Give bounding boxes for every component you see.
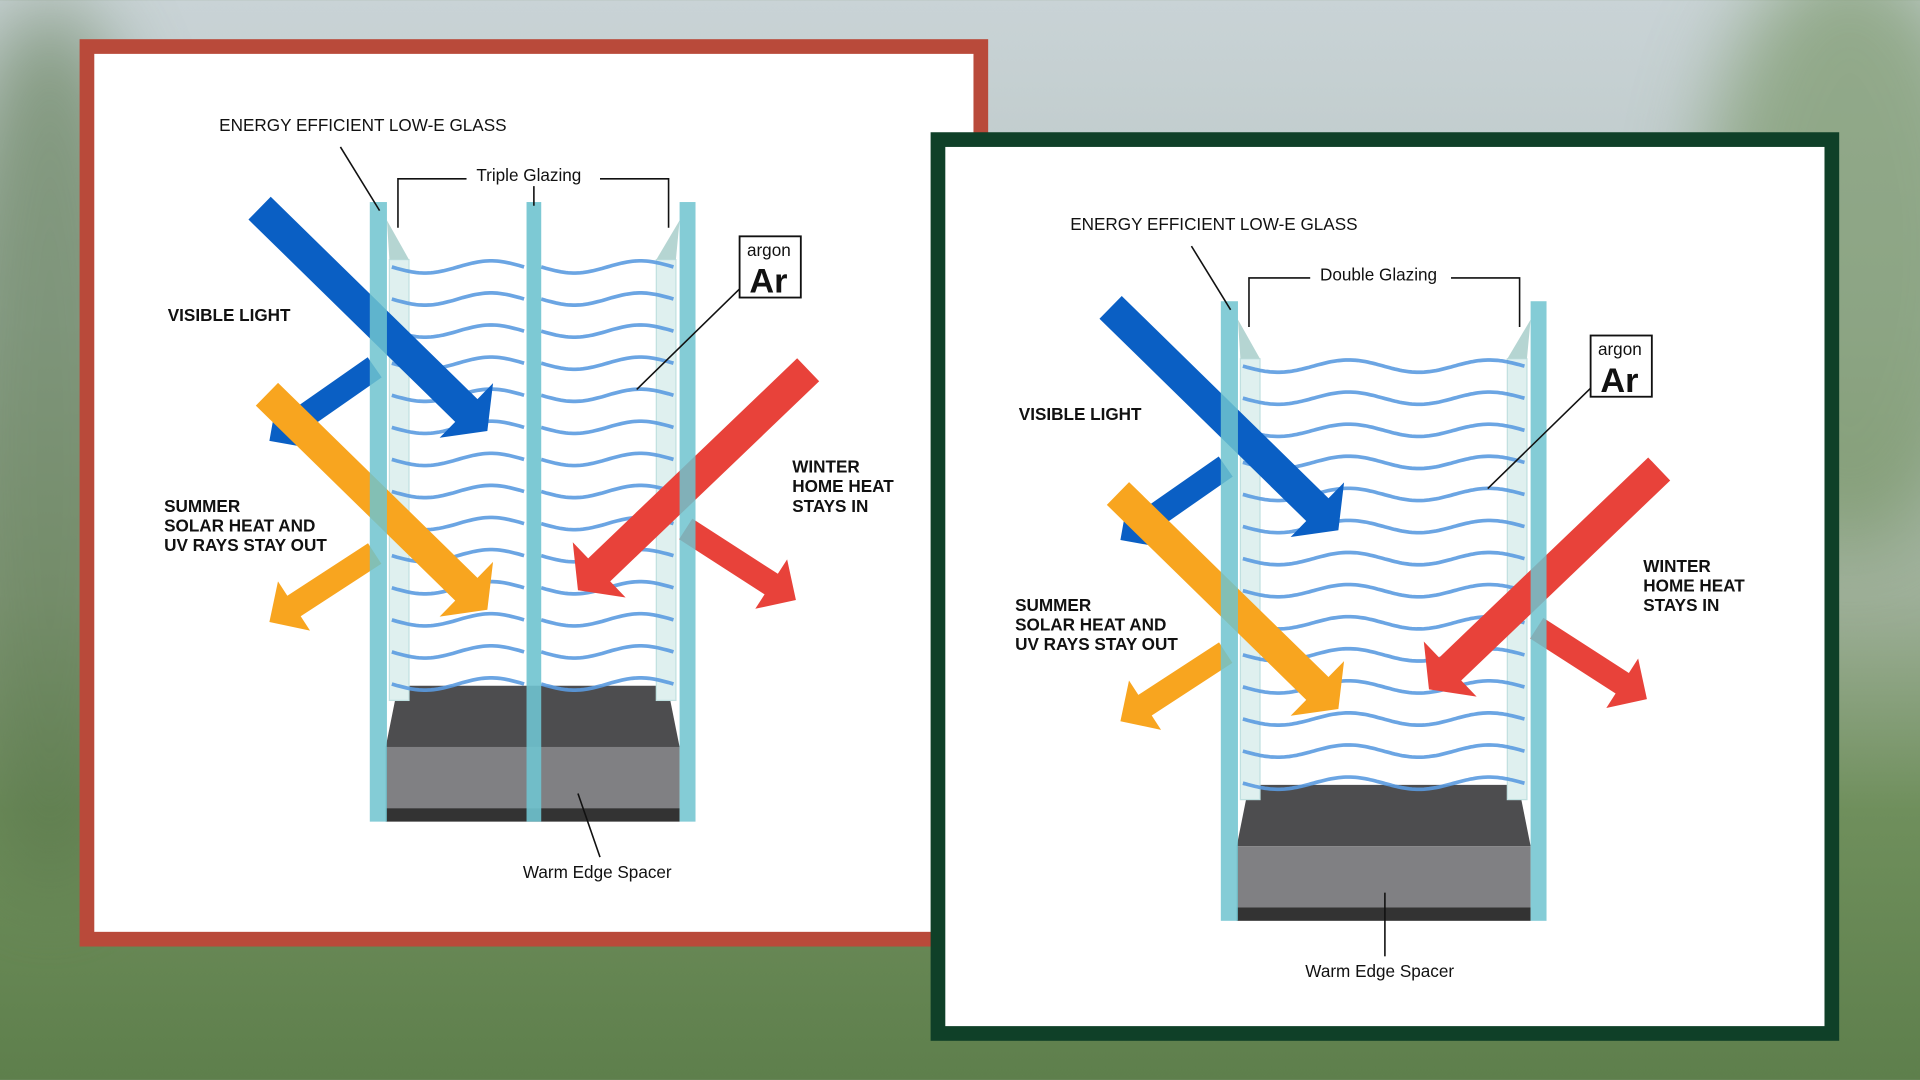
escaping-heat-arrow [1530,617,1647,708]
summer-label: SOLAR HEAT AND [1015,615,1166,635]
glass-pane [1530,301,1547,921]
spacer-label: Warm Edge Spacer [523,862,672,882]
summer-label: SUMMER [1015,595,1092,615]
winter-label: HOME HEAT [792,476,894,496]
glazing-bracket [397,177,670,228]
argon-wave [391,258,525,275]
glass-bevel [1237,319,1260,359]
argon-name: argon [747,240,791,260]
argon-leader [1487,387,1592,490]
argon-wave [1242,390,1525,407]
summer-label: UV RAYS STAY OUT [1015,634,1178,654]
argon-wave [391,643,525,660]
home-heat-arrow [572,358,820,598]
glass-bevel [1507,319,1531,359]
right-labels: ENERGY EFFICIENT LOW-E GLASS Double Glaz… [1015,214,1745,981]
argon-wave [1242,358,1525,375]
glazing-bracket [1248,277,1521,327]
visible-light-label: VISIBLE LIGHT [1019,404,1142,424]
low-e-leader [1190,245,1232,311]
argon-wave [1242,775,1525,792]
left-labels: ENERGY EFFICIENT LOW-E GLASS Triple Glaz… [164,115,894,882]
argon-wave [540,291,674,307]
argon-wave [1242,518,1525,535]
argon-leader [636,288,741,390]
glazing-label: Double Glazing [1320,264,1437,284]
argon-wave [391,611,525,628]
winter-label: WINTER [1643,556,1711,576]
argon-wave [540,419,674,436]
escaping-heat-arrow [679,518,796,609]
glazing-label: Triple Glazing [476,165,581,185]
reflected-heat-arrow [1120,642,1233,730]
argon-wave [391,291,525,307]
spacer-leader [577,793,601,858]
argon-wave [391,323,525,340]
summer-label: UV RAYS STAY OUT [164,535,327,555]
reflected-heat-arrow [269,543,382,631]
argon-wave [391,483,525,500]
warm-edge-spacer [1236,846,1531,908]
spacer-label: Warm Edge Spacer [1305,961,1454,981]
argon-wave [540,258,674,275]
triple-glazing-diagram [248,146,820,858]
glass-pane-middle [526,202,542,822]
argon-wave [391,676,525,692]
argon-wave [540,387,674,404]
argon-wave [391,451,525,468]
argon-name: argon [1598,339,1642,359]
home-heat-arrow [1423,457,1671,697]
argon-wave [540,355,674,372]
double-glazing-diagram [1099,245,1671,957]
argon-wave [540,323,674,340]
visible-light-label: VISIBLE LIGHT [168,305,291,325]
low-e-glass-label: ENERGY EFFICIENT LOW-E GLASS [1070,214,1357,234]
argon-wave [540,451,674,468]
argon-wave [391,547,525,564]
argon-box [738,235,802,299]
argon-wave [1242,550,1525,567]
argon-wave [540,483,674,500]
argon-wave [540,611,674,628]
glass-pane [369,202,387,822]
argon-wave [1242,711,1525,727]
argon-wave [540,676,674,692]
spacer-top [1236,784,1531,847]
argon-box [1589,334,1653,398]
summer-label: SUMMER [164,496,241,516]
glass-pane [679,202,696,822]
glass-pane [1220,301,1238,921]
winter-label: STAYS IN [1643,595,1719,615]
winter-label: HOME HEAT [1643,575,1745,595]
argon-wave [540,643,674,660]
argon-wave [1242,678,1525,695]
winter-label: WINTER [792,457,860,477]
summer-label: SOLAR HEAT AND [164,515,315,535]
argon-wave [1242,422,1525,439]
argon-symbol: Ar [749,263,787,301]
argon-wave [1242,614,1525,631]
low-e-leader [339,146,381,212]
winter-label: STAYS IN [792,496,868,516]
argon-symbol: Ar [1600,362,1638,400]
low-e-glass-label: ENERGY EFFICIENT LOW-E GLASS [219,115,506,135]
argon-wave [1242,582,1525,599]
argon-wave [1242,743,1525,760]
spacer-base [1236,907,1531,921]
